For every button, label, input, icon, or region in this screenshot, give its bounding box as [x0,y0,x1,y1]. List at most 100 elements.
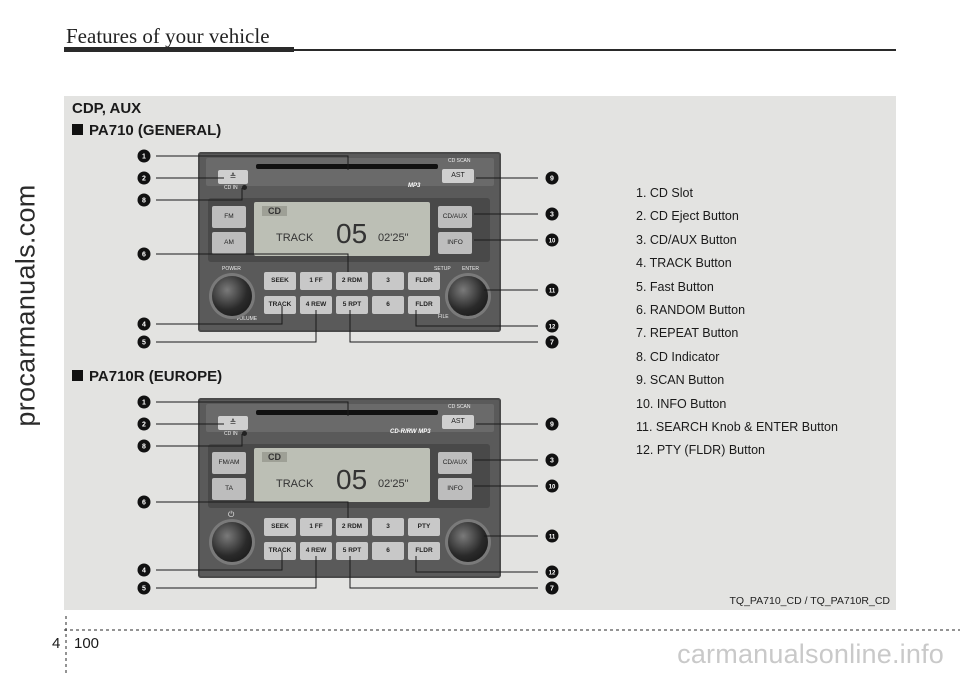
europe-title: PA710R (EUROPE) [72,368,222,385]
preset-2-button[interactable]: 2 RDM [336,272,368,290]
cd-scan-label: CD SCAN [448,158,471,164]
tune-label: TUNE [462,314,476,320]
marker-11 [545,529,559,543]
page-number: 100 [74,635,99,652]
marker-label: 8 [142,444,146,451]
preset-1-button[interactable]: 1 FF [300,518,332,536]
ta-button[interactable]: TA [212,478,246,500]
radio-unit-europe: ≙ CD SCAN AST CD-R/RW MP3 CD IN FM/AM TA… [198,398,501,578]
pty-button[interactable]: PTY [408,518,440,536]
volume-knob[interactable] [212,276,252,316]
info-button[interactable]: INFO [438,232,472,254]
marker-8 [137,193,151,207]
file-label: FILE [438,314,449,320]
cd-in-label: CD IN [224,185,238,191]
marker-label: 10 [549,239,556,245]
section-title: CDP, AUX [72,100,142,117]
seek-button[interactable]: SEEK [264,518,296,536]
lcd-track-label: TRACK [276,478,314,490]
volume-knob[interactable] [212,522,252,562]
preset-4-button[interactable]: 4 REW [300,296,332,314]
cd-aux-button[interactable]: CD/AUX [438,206,472,228]
radio-unit-general: ≙ CD SCAN AST MP3 CD IN FM AM CD/AUX INF… [198,152,501,332]
preset-4-button[interactable]: 4 REW [300,542,332,560]
search-knob[interactable] [448,276,488,316]
info-button[interactable]: INFO [438,478,472,500]
marker-label: 9 [550,176,554,183]
preset-6-button[interactable]: 6 [372,542,404,560]
preset-5-button[interactable]: 5 RPT [336,542,368,560]
search-knob[interactable] [448,522,488,562]
callout-lines: 1 2 8 6 4 5 9 3 10 11 12 7 1 2 8 6 4 5 9… [137,149,559,595]
lcd-time: 02'25" [378,478,409,490]
marker-1 [137,395,151,409]
marker-10 [545,479,559,493]
preset-5-button[interactable]: 5 RPT [336,296,368,314]
ast-button[interactable]: AST [442,169,474,183]
lcd-time: 02'25" [378,232,409,244]
enter-label: ENTER [462,266,479,272]
footer: 4 100 [52,616,960,676]
marker-label: 5 [142,586,146,593]
marker-label: 1 [142,400,146,407]
legend-item: 11. SEARCH Knob & ENTER Button [636,420,838,435]
legend-item: 2. CD Eject Button [636,209,739,224]
marker-1 [137,149,151,163]
marker-6 [137,247,151,261]
marker-label: 12 [549,571,556,577]
europe-title-text: PA710R (EUROPE) [89,368,223,385]
track-button[interactable]: TRACK [264,542,296,560]
header-rule-thin [294,49,896,51]
cd-indicator [242,185,247,190]
preset-3-button[interactable]: 3 [372,518,404,536]
fldr-down-button[interactable]: FLDR [408,296,440,314]
marker-11 [545,283,559,297]
am-button[interactable]: AM [212,232,246,254]
legend-item: 12. PTY (FLDR) Button [636,443,765,458]
marker-label: 4 [142,568,146,575]
eject-button[interactable]: ≙ [218,416,248,430]
fm-am-button[interactable]: FM/AM [212,452,246,474]
marker-label: 7 [550,340,554,347]
marker-label: 1 [142,154,146,161]
marker-label: 11 [549,289,556,295]
cd-in-label: CD IN [224,431,238,437]
lcd-mode: CD [262,452,287,462]
marker-9 [545,171,559,185]
cd-slot[interactable] [256,164,438,169]
legend-list: 1. CD Slot 2. CD Eject Button 3. CD/AUX … [636,182,838,463]
eject-button[interactable]: ≙ [218,170,248,184]
marker-10 [545,233,559,247]
fm-button[interactable]: FM [212,206,246,228]
marker-label: 2 [142,176,146,183]
preset-3-button[interactable]: 3 [372,272,404,290]
square-bullet-icon [72,124,83,135]
track-button[interactable]: TRACK [264,296,296,314]
marker-label: 7 [550,586,554,593]
marker-3 [545,207,559,221]
marker-2 [137,171,151,185]
marker-4 [137,563,151,577]
cd-aux-button[interactable]: CD/AUX [438,452,472,474]
marker-12 [545,565,559,579]
bottom-watermark: carmanualsonline.info [677,639,944,669]
marker-label: 4 [142,322,146,329]
marker-label: 3 [550,212,554,219]
fldr-button[interactable]: FLDR [408,542,440,560]
cd-slot[interactable] [256,410,438,415]
preset-1-button[interactable]: 1 FF [300,272,332,290]
marker-5 [137,581,151,595]
preset-2-button[interactable]: 2 RDM [336,518,368,536]
figure-panel: CDP, AUX PA710 (GENERAL) PA710R (EUROPE)… [64,96,896,610]
power-icon: ⏻ [228,510,235,519]
cd-scan-label: CD SCAN [448,404,471,410]
marker-label: 9 [550,422,554,429]
fldr-up-button[interactable]: FLDR [408,272,440,290]
marker-label: 12 [549,325,556,331]
seek-button[interactable]: SEEK [264,272,296,290]
ast-button[interactable]: AST [442,415,474,429]
preset-6-button[interactable]: 6 [372,296,404,314]
lcd-display: CD TRACK 05 02'25" [254,448,430,502]
marker-label: 2 [142,422,146,429]
marker-5 [137,335,151,349]
